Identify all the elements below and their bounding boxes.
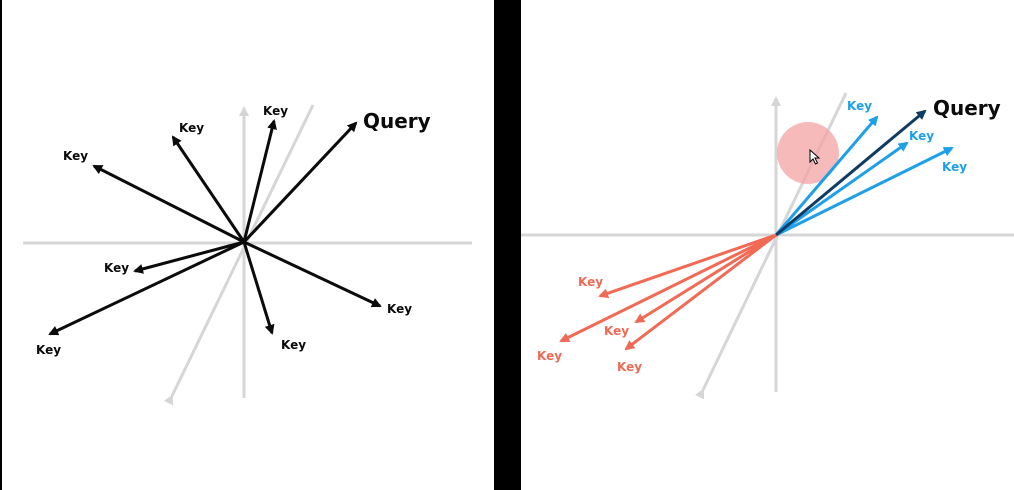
right-aligned-key-vector <box>775 146 954 237</box>
cursor-highlight <box>777 122 839 184</box>
right-opposed-key-label: Key <box>604 324 629 338</box>
left-key-label: Key <box>387 302 412 316</box>
left-skew-axis <box>164 104 315 406</box>
left-key-label: Key <box>179 121 204 135</box>
left-key-vector <box>242 119 277 243</box>
left-key-vector <box>92 164 245 244</box>
right-opposed-key-vector <box>634 233 777 324</box>
left-key-label: Key <box>263 104 288 118</box>
right-query-label: Query <box>933 96 1001 120</box>
right-panel-background <box>521 0 1014 490</box>
right-aligned-key-vector <box>775 141 909 237</box>
right-opposed-key-vector <box>598 233 777 299</box>
left-key-label: Key <box>63 149 88 163</box>
right-query-vector <box>775 109 927 237</box>
left-panel: Query Key Key Key Key Key Key Key <box>2 0 494 490</box>
right-opposed-key-label: Key <box>537 349 562 363</box>
left-key-vector <box>171 135 246 243</box>
left-key-label: Key <box>104 261 129 275</box>
right-aligned-key-label: Key <box>847 99 872 113</box>
left-query-vector <box>242 121 358 244</box>
right-opposed-key-vector <box>559 233 777 343</box>
right-opposed-key-vector <box>624 233 777 351</box>
left-key-vector <box>242 241 275 335</box>
left-query-label: Query <box>363 109 431 133</box>
left-key-vector <box>133 240 245 274</box>
right-opposed-key-label: Key <box>578 275 603 289</box>
left-key-label: Key <box>36 343 61 357</box>
right-aligned-key-vector <box>774 115 879 236</box>
left-key-vector <box>48 240 245 336</box>
mouse-pointer-icon <box>809 148 821 165</box>
right-aligned-key-label: Key <box>942 160 967 174</box>
right-aligned-key-label: Key <box>909 129 934 143</box>
right-opposed-key-label: Key <box>617 360 642 374</box>
right-panel: Query Key Key Key Key Key Key Key <box>521 0 1014 490</box>
left-key-label: Key <box>281 338 306 352</box>
left-key-vector <box>243 240 382 308</box>
